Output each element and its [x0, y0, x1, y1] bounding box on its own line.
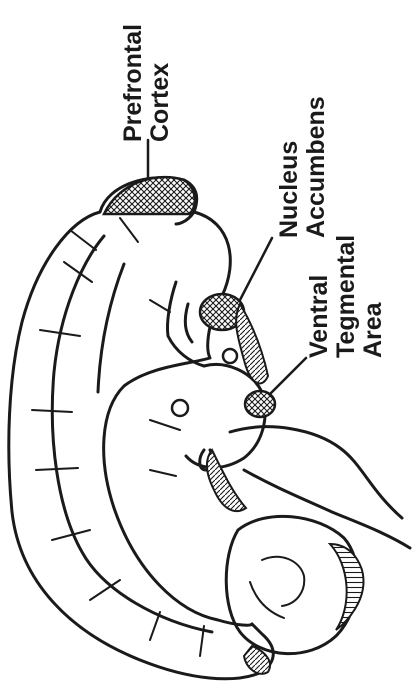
label-vta-line1: Ventral	[306, 235, 333, 358]
cortex-inner-band	[104, 212, 252, 625]
cingulate-inner	[98, 264, 124, 392]
anterior-commissure	[223, 349, 237, 363]
label-prefrontal-line2: Cortex	[147, 24, 174, 142]
label-ventral-tegmental-area: Ventral Tegmental Area	[306, 235, 387, 358]
prefrontal-cortex-region	[104, 177, 195, 214]
label-vta-line2: Tegmental	[333, 235, 360, 358]
cerebellum-folia	[330, 544, 364, 630]
mammillary-body	[172, 400, 188, 416]
cingulate-band	[52, 236, 212, 632]
label-nucleus-line2: Accumbens	[303, 96, 330, 238]
label-prefrontal-cortex: Prefrontal Cortex	[120, 24, 174, 142]
label-vta-line3: Area	[360, 235, 387, 358]
corpus-callosum-inner	[185, 304, 192, 342]
ventral-tegmental-area-region	[245, 391, 275, 417]
cerebellum-arbor	[250, 557, 304, 618]
leader-nac	[240, 238, 272, 300]
label-nucleus-line1: Nucleus	[276, 96, 303, 238]
label-prefrontal-line1: Prefrontal	[120, 24, 147, 142]
sulcus-lines	[32, 192, 204, 656]
cerebellum-outline	[226, 516, 357, 653]
label-nucleus-accumbens: Nucleus Accumbens	[276, 96, 330, 238]
cortex-outline	[9, 212, 273, 679]
brainstem-lower	[244, 470, 410, 548]
